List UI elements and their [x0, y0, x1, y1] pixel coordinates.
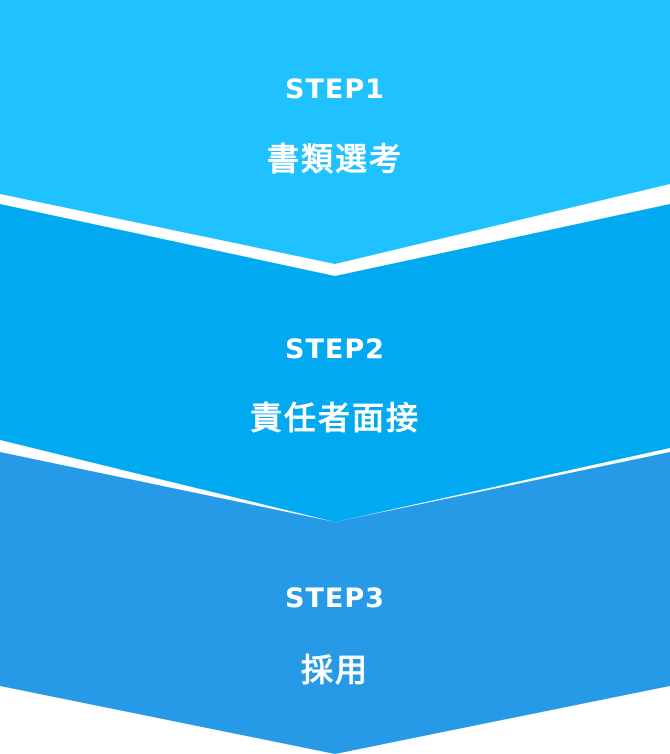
step-3-title: 採用 [300, 651, 369, 689]
step-2-chevron [0, 204, 670, 522]
step-2-title: 責任者面接 [249, 399, 420, 437]
step-2-label: STEP2 [285, 334, 385, 365]
step-3-chevron-shape [0, 452, 670, 754]
step-1-chevron [0, 0, 670, 264]
step-1-label: STEP1 [285, 74, 385, 105]
step-3-block: STEP3 採用 [0, 452, 670, 754]
step-1-block: STEP1 書類選考 [0, 0, 670, 276]
step-2-block: STEP2 責任者面接 [0, 204, 670, 522]
step-1-chevron-shape [0, 0, 670, 264]
step-3-label: STEP3 [285, 583, 385, 614]
step-3-chevron [0, 452, 670, 754]
step-1-title: 書類選考 [266, 140, 403, 178]
step-2-chevron-shape [0, 204, 670, 522]
